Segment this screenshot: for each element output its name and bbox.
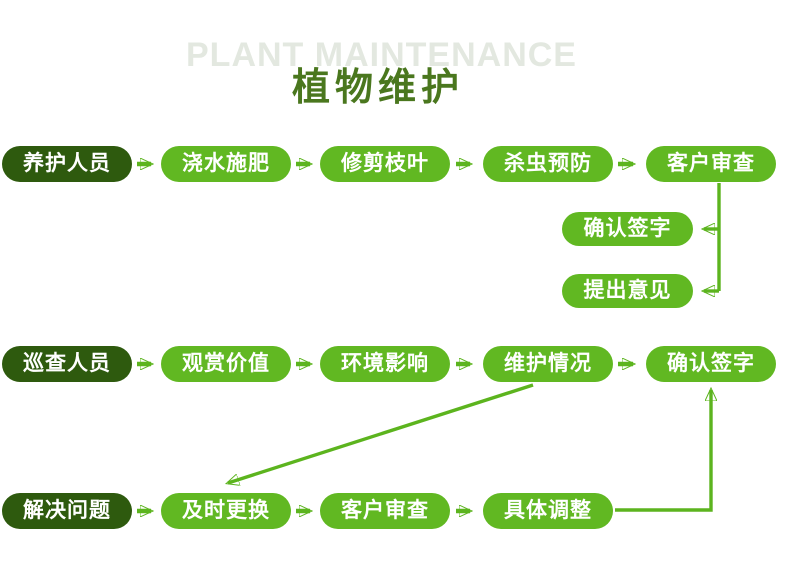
- node-timely-replacement: 及时更换: [161, 493, 291, 529]
- node-customer-review-2: 客户审查: [320, 493, 450, 529]
- watermark-text: PLANT MAINTENANCE: [186, 36, 577, 74]
- node-pest-prevention: 杀虫预防: [483, 146, 613, 182]
- node-watering-fertilizing: 浇水施肥: [161, 146, 291, 182]
- node-specific-adjustment: 具体调整: [483, 493, 613, 529]
- node-environmental-impact: 环境影响: [320, 346, 450, 382]
- node-maintenance-status: 维护情况: [483, 346, 613, 382]
- node-give-feedback: 提出意见: [562, 274, 693, 308]
- node-confirm-signature-feedback: 确认签字: [562, 212, 693, 246]
- node-ornamental-value: 观赏价值: [161, 346, 291, 382]
- adjustment-to-signature-arrow: [615, 390, 711, 512]
- review-feedback-branch: [704, 183, 721, 291]
- node-customer-review: 客户审查: [646, 146, 776, 182]
- status-to-replacement-arrow: [228, 383, 534, 483]
- page-title: 植物维护: [292, 67, 465, 109]
- node-pruning-branches: 修剪枝叶: [320, 146, 450, 182]
- node-problem-solving: 解决问题: [2, 493, 132, 529]
- node-inspection-staff: 巡查人员: [2, 346, 132, 382]
- node-maintenance-staff: 养护人员: [2, 146, 132, 182]
- node-confirm-signature: 确认签字: [646, 346, 776, 382]
